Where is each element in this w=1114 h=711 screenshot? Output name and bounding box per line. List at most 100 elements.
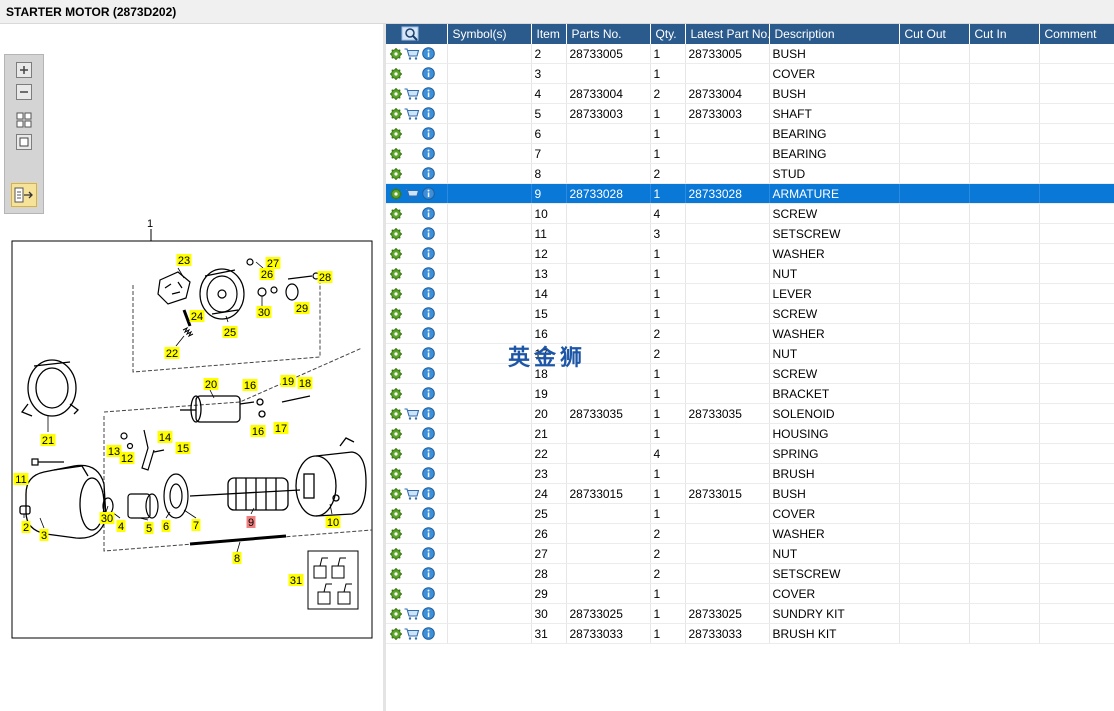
column-header-parts-no[interactable]: Parts No. [566, 24, 651, 44]
callout-21[interactable]: 21 [42, 435, 54, 447]
callout-30[interactable]: 30 [101, 513, 113, 525]
callout-23[interactable]: 23 [178, 255, 190, 267]
column-header-latest-part-no[interactable]: Latest Part No. [685, 24, 770, 44]
row-icons[interactable] [386, 503, 448, 524]
row-icons[interactable] [386, 383, 448, 404]
row-icons[interactable] [386, 163, 448, 184]
row-icons[interactable] [386, 443, 448, 464]
row-icons[interactable] [386, 103, 448, 124]
row-icons[interactable] [386, 603, 448, 624]
callout-13[interactable]: 13 [108, 446, 120, 458]
callout-30[interactable]: 30 [258, 307, 270, 319]
callout-2[interactable]: 2 [23, 522, 29, 534]
callout-31[interactable]: 31 [290, 575, 302, 587]
callout-20[interactable]: 20 [205, 379, 217, 391]
zoom-out-button[interactable] [14, 83, 34, 101]
row-icons[interactable] [386, 263, 448, 284]
column-header-cut-out[interactable]: Cut Out [899, 24, 970, 44]
callout-26[interactable]: 26 [261, 269, 273, 281]
callout-5[interactable]: 5 [146, 523, 152, 535]
fit-page-button[interactable] [14, 111, 34, 129]
row-icons[interactable] [386, 303, 448, 324]
column-header-search[interactable] [386, 24, 448, 44]
callout-16[interactable]: 16 [244, 380, 256, 392]
callout-17[interactable]: 17 [275, 423, 287, 435]
row-icons[interactable] [386, 343, 448, 364]
callout-29[interactable]: 29 [296, 303, 308, 315]
callout-19[interactable]: 19 [282, 376, 294, 388]
pane-splitter[interactable] [383, 24, 386, 711]
row-icons[interactable] [386, 543, 448, 564]
row-icons[interactable] [386, 44, 448, 64]
row-icons[interactable] [386, 63, 448, 84]
row-icons[interactable] [386, 403, 448, 424]
callout-11[interactable]: 11 [15, 474, 26, 486]
callout-15[interactable]: 15 [177, 443, 189, 455]
column-header-item[interactable]: Item [531, 24, 567, 44]
callout-22[interactable]: 22 [166, 348, 178, 360]
row-icons[interactable] [386, 223, 448, 244]
callout-28[interactable]: 28 [319, 272, 331, 284]
column-header-symbols[interactable]: Symbol(s) [447, 24, 532, 44]
callout-10[interactable]: 10 [327, 517, 339, 529]
row-icons[interactable] [386, 623, 448, 644]
column-header-qty[interactable]: Qty. [650, 24, 686, 44]
row-icons[interactable] [386, 323, 448, 344]
toggle-list-button[interactable] [11, 183, 37, 207]
row-icons[interactable] [386, 363, 448, 384]
row-icons[interactable] [386, 243, 448, 264]
callout-14[interactable]: 14 [159, 432, 171, 444]
column-header-comment[interactable]: Comment [1039, 24, 1114, 44]
row-icons[interactable] [386, 523, 448, 544]
callout-6[interactable]: 6 [163, 521, 169, 533]
row-icons[interactable] [386, 283, 448, 304]
callout-3[interactable]: 3 [41, 530, 47, 542]
row-icons[interactable] [386, 583, 448, 604]
row-icons[interactable] [386, 463, 448, 484]
exploded-diagram[interactable]: 1 [0, 24, 383, 711]
callout-9[interactable]: 9 [248, 517, 254, 529]
callout-8[interactable]: 8 [234, 553, 240, 565]
callout-7[interactable]: 7 [193, 520, 199, 532]
actual-size-button[interactable] [14, 133, 34, 151]
row-icons[interactable] [386, 203, 448, 224]
row-icons[interactable] [386, 83, 448, 104]
row-icons[interactable] [386, 123, 448, 144]
column-header-description[interactable]: Description [769, 24, 900, 44]
callout-12[interactable]: 12 [121, 453, 133, 465]
row-icons[interactable] [386, 423, 448, 444]
callout-25[interactable]: 25 [224, 327, 236, 339]
row-icons[interactable] [386, 563, 448, 584]
callout-16[interactable]: 16 [252, 426, 264, 438]
row-icons[interactable] [386, 183, 448, 204]
column-header-cut-in[interactable]: Cut In [969, 24, 1040, 44]
